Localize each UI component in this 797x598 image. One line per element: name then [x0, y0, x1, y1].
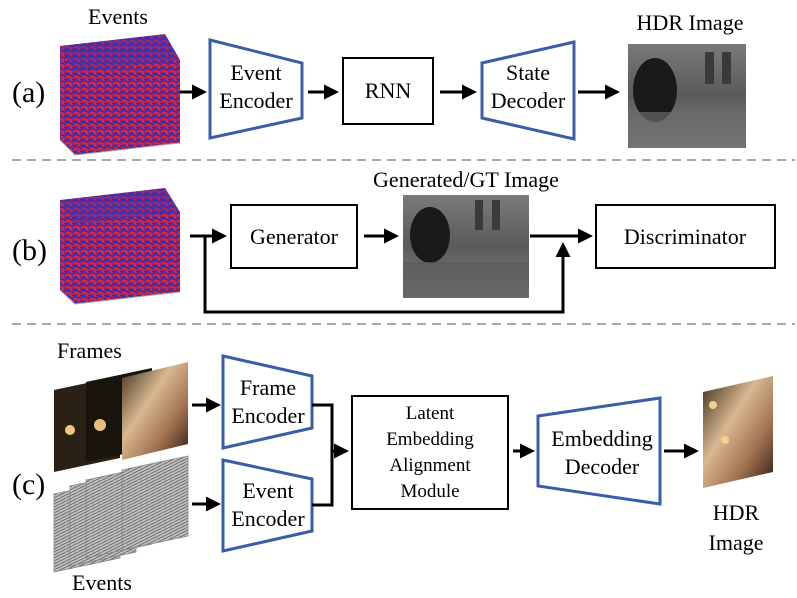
- event-encoder-c-shape: [221, 458, 314, 553]
- rnn-box: [342, 57, 434, 125]
- discriminator-label: Discriminator: [623, 224, 747, 249]
- hdr-image-caption-c-line1: HDR: [712, 500, 760, 525]
- frames-stack: [54, 362, 188, 472]
- discriminator-box: [595, 204, 776, 269]
- hdr-image-caption-a: HDR Image: [636, 10, 744, 35]
- events-volume-b: [59, 188, 181, 305]
- events-frames-stack: [53, 455, 189, 573]
- panel-b-label: (b): [12, 234, 47, 267]
- generated-gt-image: [403, 195, 529, 298]
- hdr-image-caption-c-line2: Image: [708, 530, 764, 555]
- frame-encoder-line2: Encoder: [231, 403, 305, 428]
- alignment-module-line4: Module: [400, 481, 460, 502]
- panel-b: [59, 188, 776, 314]
- generator-label: Generator: [250, 224, 338, 249]
- alignment-module-line1: Latent: [405, 403, 455, 424]
- events-caption-c: Events: [72, 570, 132, 595]
- event-encoder-a-line2: Encoder: [219, 88, 293, 113]
- events-volume-a: [59, 34, 181, 156]
- events-caption-a: Events: [88, 4, 148, 29]
- event-encoder-c-line2: Encoder: [231, 506, 305, 531]
- embedding-decoder-shape: [536, 396, 662, 506]
- skip-connection-arrow: [203, 236, 571, 314]
- generated-gt-caption: Generated/GT Image: [373, 167, 559, 192]
- panel-c: [53, 354, 773, 573]
- event-encoder-a-shape: [208, 38, 304, 140]
- panel-c-label: (c): [12, 468, 46, 501]
- frames-caption: Frames: [57, 338, 122, 363]
- alignment-module-line3: Alignment: [389, 455, 471, 476]
- embedding-decoder-line1: Embedding: [551, 426, 653, 451]
- frame-encoder-line1: Frame: [239, 375, 297, 400]
- panel-a: [59, 34, 746, 156]
- embedding-decoder-line2: Decoder: [564, 454, 640, 479]
- alignment-module-box: [351, 395, 509, 510]
- state-decoder-line2: Decoder: [490, 88, 566, 113]
- rnn-label: RNN: [364, 78, 412, 103]
- alignment-module-line2: Embedding: [386, 429, 474, 450]
- hdr-image-output-a: [628, 44, 746, 148]
- hdr-image-output-c: [703, 376, 773, 488]
- panel-a-label: (a): [12, 76, 46, 109]
- merge-connector: [312, 403, 334, 507]
- frame-encoder-shape: [221, 354, 314, 450]
- state-decoder-line1: State: [506, 60, 550, 85]
- generator-box: [230, 204, 358, 269]
- event-encoder-c-line1: Event: [242, 478, 294, 503]
- state-decoder-shape: [480, 40, 576, 141]
- event-encoder-a-line1: Event: [230, 60, 282, 85]
